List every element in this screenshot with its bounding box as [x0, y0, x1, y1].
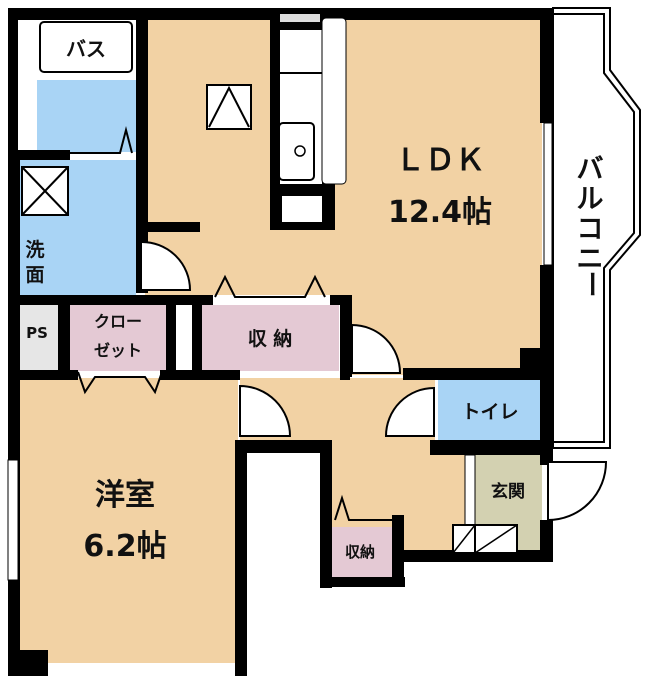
closet-label-2: ゼット: [94, 341, 142, 360]
ps-floor: [18, 305, 58, 370]
bath-side: [18, 20, 36, 150]
balcony-char: ー: [575, 271, 606, 298]
bath-label: バス: [66, 37, 106, 61]
storage-small-label: 収納: [345, 543, 375, 561]
balcony-char: コ: [577, 214, 604, 245]
balcony-char: ニ: [577, 244, 604, 275]
western-room-floor: [18, 378, 238, 663]
storage-floor: [202, 305, 339, 371]
ldk-size: 12.4帖: [388, 195, 492, 230]
storage-small-floor: [330, 527, 392, 577]
closet-label-1: クロー: [94, 312, 142, 331]
entrance-label: 玄関: [491, 481, 525, 502]
washing-machine-icon: [21, 166, 69, 216]
western-room-size: 6.2帖: [83, 529, 166, 564]
closet-floor: [70, 305, 166, 371]
shoe-cabinet: [452, 454, 518, 554]
refrigerator-icon: [206, 84, 252, 130]
toilet-label: トイレ: [461, 401, 518, 423]
storage-label: 収 納: [248, 327, 293, 350]
bathtub: [39, 21, 133, 73]
western-room-door: [239, 384, 292, 437]
toilet-door: [384, 386, 435, 437]
washroom-door: [140, 240, 192, 291]
kitchen-counter: [270, 14, 347, 230]
balcony-char: バ: [577, 154, 604, 185]
balcony-label: バ ル コ ニ ー: [575, 154, 606, 298]
toilet-floor: [438, 378, 542, 444]
bath-floor: [37, 80, 137, 152]
washroom-label-2: 面: [25, 264, 44, 286]
entrance-door: [547, 461, 608, 522]
ldk-label: ＬＤＫ: [395, 143, 485, 178]
balcony: [552, 7, 641, 449]
ps-label: PS: [26, 324, 48, 342]
balcony-char: ル: [577, 184, 604, 215]
western-room-label: 洋室: [95, 478, 155, 513]
ldk-door: [351, 323, 402, 374]
washroom-label-1: 洗: [25, 238, 44, 261]
doors: [7, 122, 608, 581]
